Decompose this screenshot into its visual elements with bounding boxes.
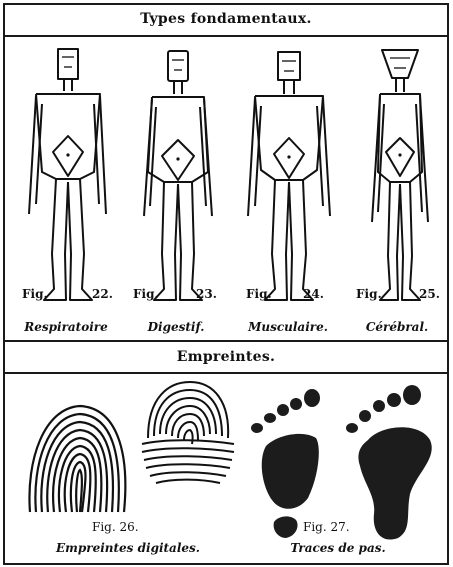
figure-digestif — [124, 44, 234, 304]
fig-24-label: Fig. — [246, 287, 272, 301]
fig-24-number: 24. — [303, 287, 324, 301]
fig-23-number: 23. — [196, 287, 217, 301]
caption-traces-de-pas: Traces de pas. — [268, 541, 408, 555]
fig-25-number: 25. — [419, 287, 440, 301]
caption-empreintes-digitales: Empreintes digitales. — [28, 541, 228, 555]
figure-cerebral — [346, 44, 453, 304]
heel-print — [270, 514, 300, 540]
header-empreintes: Empreintes. — [3, 340, 449, 374]
fingerprint-left — [24, 400, 134, 520]
caption-digestif: Digestif. — [122, 320, 230, 334]
caption-cerebral: Cérébral. — [344, 320, 450, 334]
caption-respiratoire: Respiratoire — [10, 320, 122, 334]
fig-26-label: Fig. 26. — [92, 520, 139, 534]
fig-25-label: Fig. — [356, 287, 382, 301]
figure-respiratoire — [14, 44, 124, 304]
header-types-fondamentaux: Types fondamentaux. — [3, 3, 449, 37]
footprint-left — [246, 386, 326, 516]
fig-22-number: 22. — [92, 287, 113, 301]
fig-22-label: Fig. — [22, 287, 48, 301]
fingerprint-right — [138, 378, 238, 488]
fig-27-label: Fig. 27. — [303, 520, 350, 534]
caption-musculaire: Musculaire. — [232, 320, 344, 334]
footprint-right — [342, 384, 437, 544]
fig-23-label: Fig. — [133, 287, 159, 301]
figure-musculaire — [235, 44, 345, 304]
